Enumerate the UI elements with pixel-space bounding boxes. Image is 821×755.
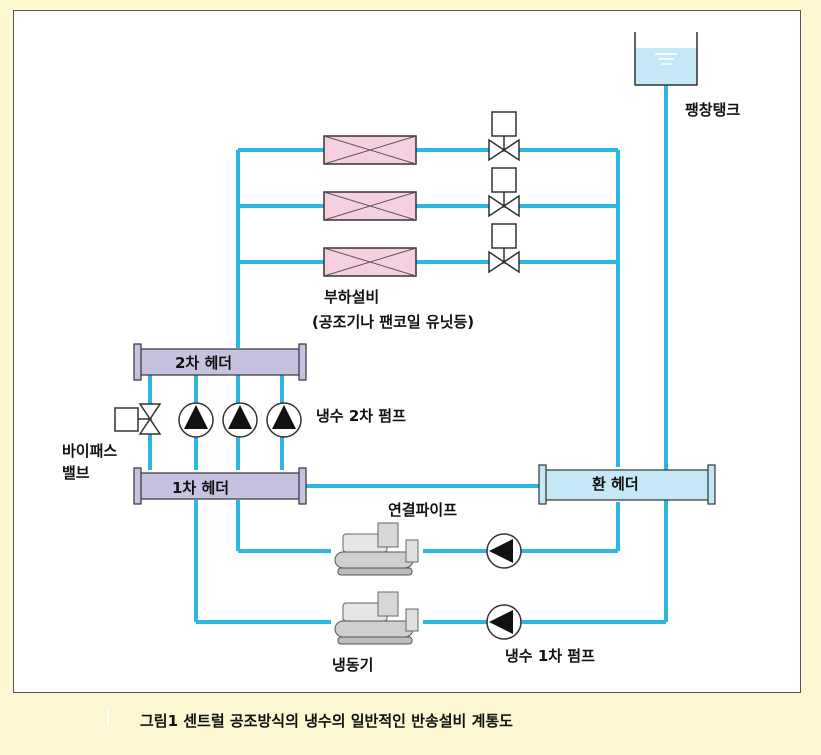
chiller — [331, 591, 423, 650]
control-valve — [488, 111, 520, 162]
primary-header-label: 1차 헤더 — [172, 479, 229, 497]
bypass-valve-label-2: 밸브 — [62, 464, 90, 482]
primary-header — [133, 467, 307, 505]
chiller — [331, 522, 423, 581]
secondary-pump — [222, 402, 258, 438]
control-valve — [488, 223, 520, 274]
primary-pump — [486, 604, 522, 640]
load-equipment-detail-label: (공조기나 팬코일 유닛등) — [312, 313, 474, 331]
chiller-label: 냉동기 — [332, 656, 373, 674]
caption-marker — [107, 710, 109, 726]
secondary-pump-label: 냉수 2차 펌프 — [316, 407, 406, 425]
bypass-valve — [114, 403, 162, 435]
expansion-tank-label: 팽창탱크 — [685, 101, 740, 119]
load-coil — [323, 191, 417, 221]
load-equipment-label: 부하설비 — [324, 288, 379, 306]
primary-pump — [486, 533, 522, 569]
connecting-pipe-label: 연결파이프 — [388, 501, 457, 519]
primary-pump-label: 냉수 1차 펌프 — [505, 647, 595, 665]
secondary-pump — [178, 402, 214, 438]
return-header-label: 환 헤더 — [592, 475, 639, 493]
secondary-header-label: 2차 헤더 — [175, 354, 232, 372]
return-header — [538, 464, 716, 505]
control-valve — [488, 167, 520, 218]
secondary-pump — [266, 402, 302, 438]
expansion-tank — [634, 32, 698, 86]
load-coil — [323, 135, 417, 165]
bypass-valve-label-1: 바이패스 — [62, 442, 117, 460]
secondary-header — [133, 343, 307, 381]
figure-caption: 그림1 센트럴 공조방식의 냉수의 일반적인 반송설비 계통도 — [140, 712, 513, 730]
load-coil — [323, 247, 417, 277]
